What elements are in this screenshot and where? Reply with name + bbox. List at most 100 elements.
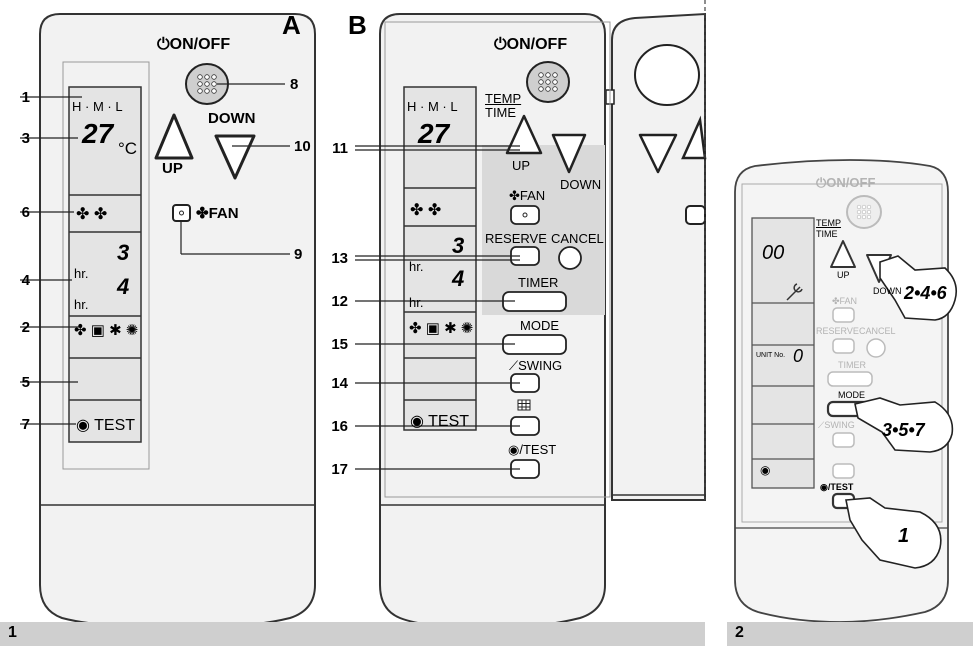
remote-a-up-button [154, 113, 194, 160]
remote-a-timer-digit-2: 4 [117, 274, 130, 299]
remote-a-lcd [68, 86, 142, 443]
remote-b-temp-label: TEMP [485, 91, 522, 106]
remote-b-temp-display: 27 [418, 118, 450, 149]
remote-2-lcd-digits: 00 [762, 242, 785, 264]
swing-icon: ⟋ [509, 358, 519, 373]
callout-14: 14 [331, 375, 348, 392]
eye-icon: ◉ [760, 463, 771, 477]
remote-a-test-lcd: ◉ TEST [76, 417, 136, 434]
remote-a-hr-2: hr. [74, 297, 89, 312]
remote-b-down-label: DOWN [560, 177, 602, 192]
power-icon: ⏻ [816, 175, 827, 190]
callout-12: 12 [331, 293, 348, 310]
remote-b-up-label: UP [512, 158, 531, 173]
hand-pointer-down [879, 255, 958, 321]
remote-b-lcd [403, 86, 477, 431]
remote-2-cancel-label: CANCEL [859, 326, 896, 336]
remote-a-mode-icons: ✤ ▣ ✱ ✺ [74, 322, 139, 339]
remote-2-swing-label: ⟋SWING [818, 420, 855, 430]
remote-b-fan-label: ✤FAN [509, 188, 546, 203]
remote-b-mode-label: MODE [520, 318, 559, 333]
callout-9: 9 [294, 246, 303, 263]
figure-2-caption-bar: 2 [727, 622, 973, 646]
remote-a-onoff-label: ⏻ON/OFF [157, 36, 231, 53]
remote-b-timer-digit-2: 4 [452, 266, 465, 291]
callout-7: 7 [21, 416, 30, 433]
remote-a-timer-digit-1: 3 [117, 240, 130, 265]
remote-b-hr-2: hr. [409, 295, 424, 310]
remote-b-fan-icon-lcd: ✤ ✤ [410, 202, 442, 219]
callout-15: 15 [331, 336, 348, 353]
remote-b-timer-label: TIMER [518, 275, 559, 290]
remote-b-down-button [551, 133, 587, 174]
remote-a-temp-unit: °C [118, 139, 138, 158]
callout-1: 1 [21, 89, 30, 106]
power-icon: ⏻ [494, 36, 507, 53]
remote-2-up-label: UP [837, 270, 850, 280]
swing-icon: ⟋ [818, 420, 825, 430]
callout-6: 6 [21, 204, 30, 221]
hand-pointer-test [845, 497, 942, 569]
remote-a-lcd-frame [62, 61, 150, 470]
remote-b-fan-button [510, 205, 540, 225]
figure-1-caption: 1 [8, 624, 17, 641]
eye-icon: ◉ [76, 417, 90, 434]
remote-2-timer-label: TIMER [838, 360, 866, 370]
remote-a-fan-icon-lcd: ✤ ✤ [76, 206, 108, 223]
remote-2-reserve-label: RESERVE [816, 326, 859, 336]
remote-b-reserve-label: RESERVE [485, 231, 547, 246]
callout-4: 4 [21, 272, 30, 289]
eye-icon: ◉ [508, 442, 520, 457]
figure-1-caption-bar: 1 [0, 622, 705, 646]
hand-pointer-mode [854, 397, 954, 453]
remote-b-timer-digit-1: 3 [452, 233, 465, 258]
remote-b-time-label: TIME [485, 105, 517, 120]
remote-2-onoff-label: ⏻ON/OFF [816, 175, 876, 190]
fan-icon: ✤ [832, 296, 840, 306]
callout-3: 3 [21, 130, 30, 147]
remote-b-test-label: ◉/TEST [508, 442, 557, 457]
remote-b-fan-speed: H · M · L [407, 99, 458, 114]
fan-icon: ✤ [509, 188, 520, 203]
remote-a-down-label: DOWN [208, 110, 256, 127]
callout-2: 2 [21, 319, 30, 336]
remote-2-test-label: ◉/TEST [820, 482, 854, 492]
remote-a-hr-1: hr. [74, 266, 89, 281]
remote-2-down-label: DOWN [873, 286, 902, 296]
remote-b-cancel-label: CANCEL [551, 231, 604, 246]
remote-2-time-label: TIME [816, 229, 838, 239]
step-test-label: 1 [898, 525, 910, 547]
remote-2-temp-label: TEMP [816, 218, 842, 228]
remote-a-fan-label: ✤FAN [196, 205, 239, 222]
remote-b-up-button [505, 114, 543, 155]
remote-a-up-label: UP [162, 160, 183, 177]
eye-icon: ◉ [820, 482, 828, 492]
remote-2-fan-label: ✤FAN [832, 296, 858, 306]
remote-b-shaded-area [482, 145, 605, 315]
figure-2-caption: 2 [735, 624, 744, 641]
remote-2-mode-label: MODE [838, 390, 865, 400]
callout-8: 8 [290, 76, 299, 93]
callout-16: 16 [331, 418, 348, 435]
callout-13: 13 [331, 250, 348, 267]
remote-b-test-lcd: ◉ TEST [410, 413, 470, 430]
step-down-label: 2•4•6 [904, 283, 947, 303]
remote-2-lcd [751, 217, 815, 489]
eye-icon: ◉ [410, 413, 424, 430]
panel-b-letter: B [348, 10, 367, 40]
remote-b-mode-icons: ✤ ▣ ✱ ✺ [409, 320, 474, 337]
remote-a-fan-speed: H · M · L [72, 99, 123, 114]
panel-a-letter: A [282, 10, 301, 40]
callout-11: 11 [332, 140, 348, 157]
power-icon: ⏻ [157, 36, 170, 53]
remote-2-unit-no-value: 0 [793, 346, 804, 366]
remote-b-swing-label: ⟋SWING [509, 358, 563, 373]
remote-b-hr-1: hr. [409, 259, 424, 274]
step-mode-label: 3•5•7 [882, 420, 925, 440]
callout-10: 10 [294, 138, 311, 155]
remote-b-cancel-button [558, 246, 582, 270]
remote-2-unit-no-label: UNIT No. [756, 352, 786, 359]
callout-5: 5 [21, 374, 30, 391]
remote-b-onoff-label: ⏻ON/OFF [494, 36, 568, 53]
